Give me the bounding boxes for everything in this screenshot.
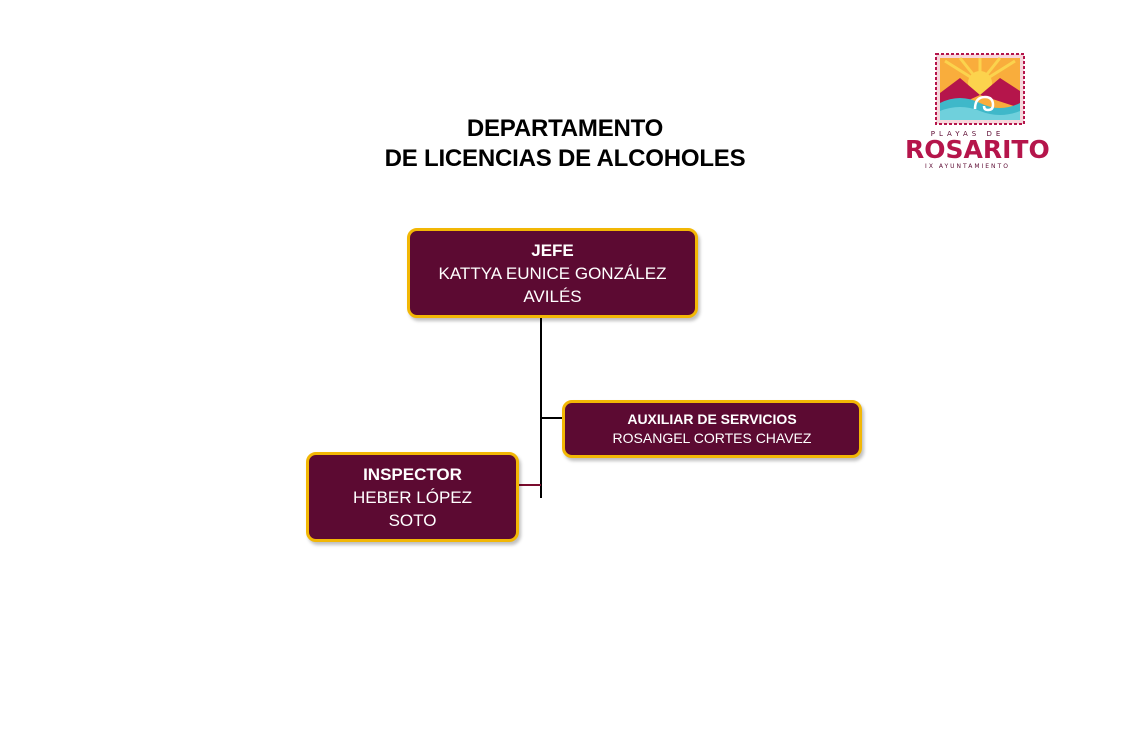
node-auxiliar-name: ROSANGEL CORTES CHAVEZ [612, 430, 812, 446]
page-title: DEPARTAMENTO DE LICENCIAS DE ALCOHOLES [340, 114, 790, 174]
node-auxiliar: AUXILIAR DE SERVICIOS ROSANGEL CORTES CH… [562, 400, 862, 458]
logo-top-text: PLAYAS DE [930, 130, 1005, 138]
node-inspector: INSPECTOR HEBER LÓPEZ SOTO [306, 452, 519, 542]
logo-bottom-text: IX AYUNTAMIENTO [925, 163, 1010, 170]
node-jefe-role: JEFE [531, 240, 574, 260]
sun-wave-stamp-icon [935, 53, 1025, 125]
node-inspector-name-2: SOTO [388, 510, 437, 530]
rosarito-logo: PLAYAS DE ROSARITO IX AYUNTAMIENTO [905, 50, 1050, 175]
node-jefe-name-2: AVILÉS [523, 286, 582, 306]
node-jefe-name-1: KATTYA EUNICE GONZÁLEZ [438, 263, 667, 283]
logo-main-text: ROSARITO [905, 135, 1050, 164]
title-line-1: DEPARTAMENTO [466, 115, 664, 142]
node-auxiliar-role: AUXILIAR DE SERVICIOS [627, 411, 797, 427]
node-jefe: JEFE KATTYA EUNICE GONZÁLEZ AVILÉS [407, 228, 698, 318]
title-line-2: DE LICENCIAS DE ALCOHOLES [384, 145, 746, 172]
node-inspector-role: INSPECTOR [363, 464, 462, 484]
node-inspector-name-1: HEBER LÓPEZ [352, 487, 473, 507]
